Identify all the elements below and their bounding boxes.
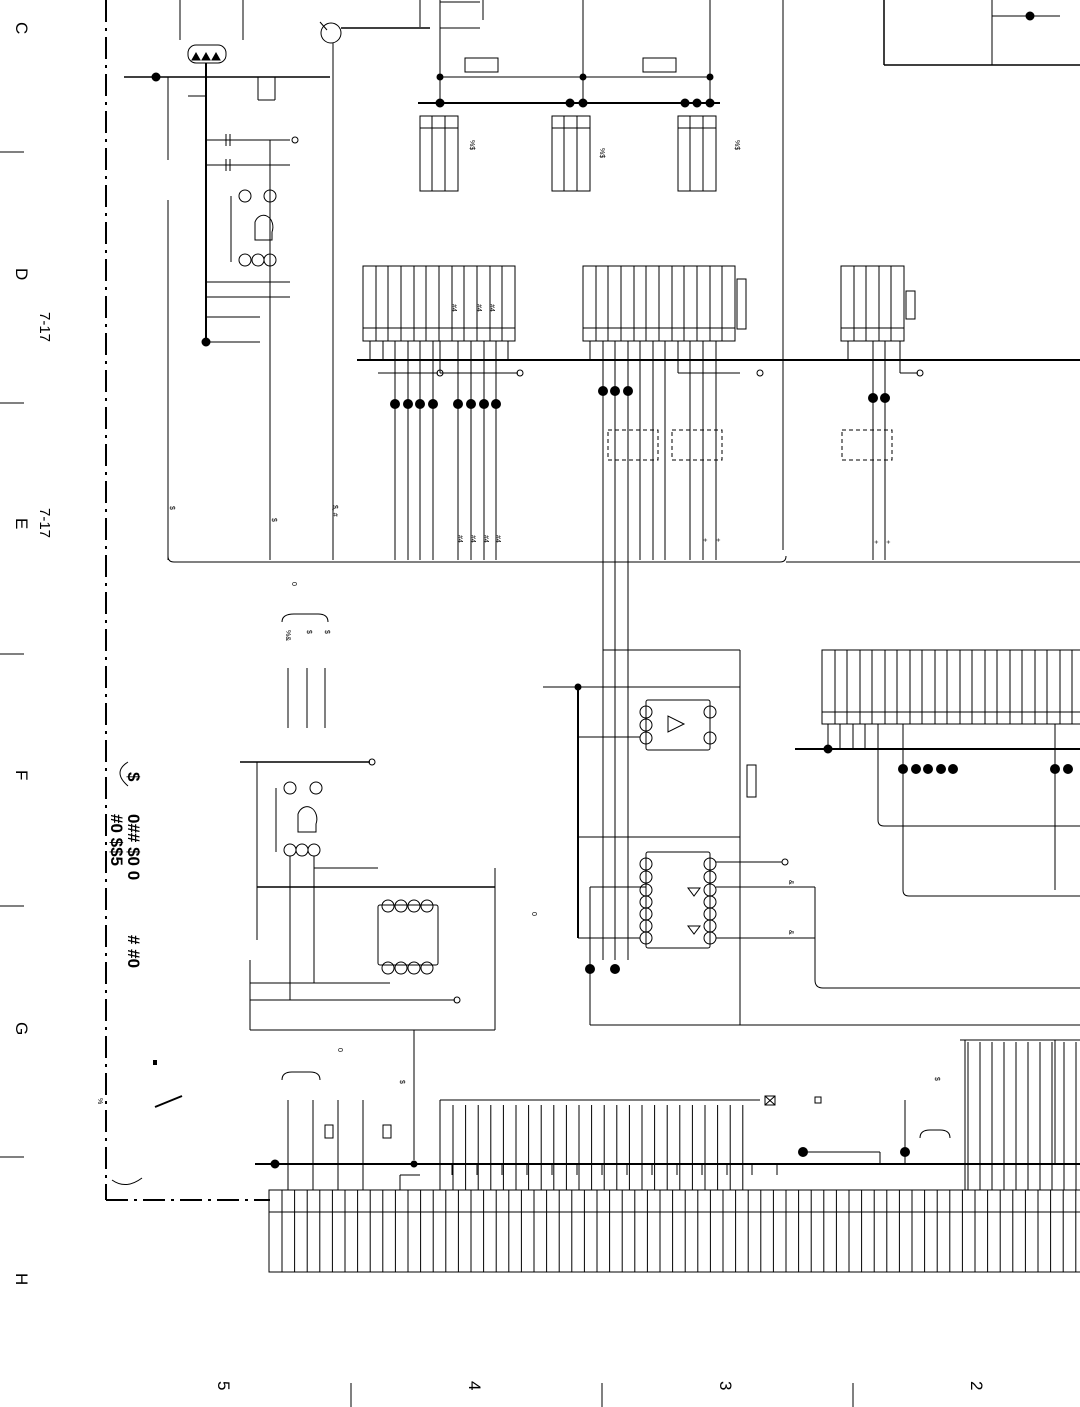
glyph-20: 0 xyxy=(336,1048,343,1052)
connector-strip-e xyxy=(268,1189,1080,1273)
bottom-bus xyxy=(255,1039,1080,1190)
page-ref-upper: 7-17 xyxy=(36,312,53,342)
row-zone-markers xyxy=(0,151,24,1158)
glyph-8: #4 xyxy=(450,304,457,312)
zone-label-c: C xyxy=(12,22,31,34)
glyph-24: %$ xyxy=(598,148,605,158)
glyph-5: #4 xyxy=(469,535,476,543)
connector-strip-c xyxy=(840,265,916,342)
schematic-glyphs: $ $ $, # #4 #4 #4 #4 #4 #4 #4 + + + + %&… xyxy=(96,140,940,1104)
zone-label-2: 2 xyxy=(967,1381,986,1390)
glyph-28: % xyxy=(96,1098,103,1104)
bus-row-e xyxy=(167,255,1080,563)
connector-strip-b xyxy=(582,265,747,342)
transistor-q1 xyxy=(319,21,430,560)
glyph-4: #4 xyxy=(456,535,463,543)
glyph-26: & xyxy=(787,880,794,885)
zone-label-5: 5 xyxy=(214,1381,233,1390)
zone-label-e: E xyxy=(12,518,31,529)
note-line-1: $ xyxy=(124,772,143,782)
zone-label-3: 3 xyxy=(716,1381,735,1390)
center-opamp-circuit xyxy=(543,649,1080,1026)
note-line-4: # #0 xyxy=(124,935,143,968)
connector-strip-d xyxy=(795,649,1080,897)
glyph-17: $ xyxy=(323,630,330,634)
zone-label-d: D xyxy=(12,268,31,280)
glyph-19: 0 xyxy=(530,912,537,916)
glyph-21: $ xyxy=(398,1080,405,1084)
glyph-14: + xyxy=(714,538,721,542)
glyph-22: $ xyxy=(933,1077,940,1081)
rotated-note: $ 0## $0 0 #0 $$5 # #0 xyxy=(107,761,183,1185)
column-zone-labels: 5 4 3 2 xyxy=(214,1381,986,1390)
glyph-23: %$ xyxy=(468,140,475,150)
connector-strip-a xyxy=(362,265,516,342)
glyph-27: & xyxy=(787,930,794,935)
page-ref-lower: 7-17 xyxy=(36,508,53,538)
glyph-15: %& xyxy=(284,630,291,641)
top-left-circuit xyxy=(124,0,330,560)
glyph-7: #4 xyxy=(494,535,501,543)
zone-label-g: G xyxy=(12,1022,31,1035)
glyph-12: + xyxy=(884,540,891,544)
glyph-9: #4 xyxy=(475,304,482,312)
glyph-2: $ xyxy=(270,518,277,522)
glyph-10: #4 xyxy=(488,304,495,312)
note-line-3: #0 $$5 xyxy=(107,814,126,866)
glyph-1: $ xyxy=(168,506,175,510)
left-gate-circuit xyxy=(240,613,496,1160)
column-zone-markers xyxy=(350,1383,854,1407)
zone-label-4: 4 xyxy=(465,1381,484,1390)
note-slash xyxy=(154,1095,183,1108)
glyph-11: + xyxy=(872,540,879,544)
glyph-13: + xyxy=(701,538,708,542)
row-zone-labels: C D E F G H xyxy=(12,22,31,1285)
bus-row-d xyxy=(357,341,1080,960)
glyph-16: $ xyxy=(305,630,312,634)
glyph-6: #4 xyxy=(482,535,489,543)
glyph-25: %$ xyxy=(733,140,740,150)
glyph-3: $, # xyxy=(331,505,338,517)
note-dot xyxy=(153,1060,157,1065)
note-line-2: 0## $0 0 xyxy=(124,814,143,880)
glyph-18: 0 xyxy=(290,582,297,586)
zone-label-h: H xyxy=(12,1273,31,1285)
connector-e-pins xyxy=(281,1042,1077,1272)
zone-label-f: F xyxy=(12,770,31,780)
top-relays xyxy=(418,0,1080,550)
